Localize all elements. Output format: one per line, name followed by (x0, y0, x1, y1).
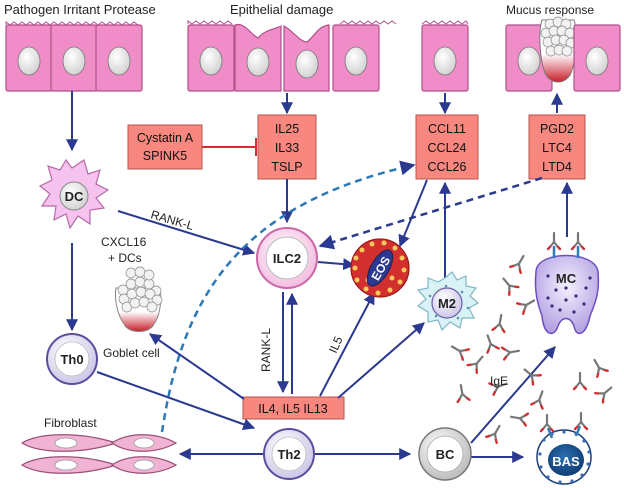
pgd2-label: PGD2 (540, 122, 574, 136)
ccl24-label: CCL24 (428, 141, 467, 155)
pathogen-header: Pathogen Irritant Protease (4, 2, 156, 17)
dc-label: DC (65, 189, 84, 204)
eosinophil: EOS (350, 238, 410, 298)
ccl26-label: CCL26 (428, 160, 467, 174)
th2-label: Th2 (277, 447, 300, 462)
epithelium-mucus (505, 16, 621, 92)
inhibitor-box: Cystatin A SPINK5 (127, 124, 203, 170)
ltc4-label: LTC4 (542, 141, 572, 155)
mucus-header: Mucus response (506, 3, 594, 17)
cystatin-a-label: Cystatin A (137, 131, 194, 145)
th0-label: Th0 (60, 352, 83, 367)
fibroblast-dashed-arrow (160, 160, 416, 433)
bas-label: BAS (552, 454, 580, 469)
alarmin-box: IL25 IL33 TSLP (257, 114, 317, 180)
dendritic-cell: DC (38, 158, 110, 230)
chemokine-box: CCL11 CCL24 CCL26 (415, 114, 479, 180)
fibroblasts (20, 434, 178, 474)
th2-cell: Th2 (263, 428, 315, 480)
goblet-cell (115, 266, 163, 332)
th0-cell: Th0 (46, 333, 98, 385)
goblet-label: Goblet cell (103, 346, 160, 360)
il5-label: IL5 (326, 334, 346, 355)
th2-cytokine-box: IL4, IL5 IL13 (242, 396, 345, 420)
mc-label: MC (556, 271, 577, 286)
ltd4-label: LTD4 (542, 160, 572, 174)
rankl-top-label: RANK-L (149, 207, 195, 233)
basophil: BAS (536, 411, 592, 485)
fibroblast-label: Fibroblast (44, 416, 97, 430)
epithelium-right (421, 20, 469, 92)
m2-macrophage: M2 (416, 271, 480, 332)
epithelial-header: Epithelial damage (230, 2, 333, 17)
epithelium-damaged (187, 20, 397, 92)
m2-label: M2 (438, 296, 456, 311)
bc-label: BC (436, 447, 455, 462)
mast-cell: MC (534, 231, 600, 335)
il25-label: IL25 (275, 122, 299, 136)
ccl11-label: CCL11 (428, 122, 466, 136)
spink5-label: SPINK5 (143, 149, 188, 163)
ilc2-label: ILC2 (273, 251, 301, 266)
inhibition-line (202, 138, 257, 156)
b-cell: BC (418, 427, 472, 481)
tslp-label: TSLP (271, 160, 302, 174)
lipid-dashed-arrow (318, 176, 543, 250)
il33-label: IL33 (275, 141, 299, 155)
epithelium-left (5, 21, 143, 92)
rankl-side-label: RANK-L (259, 328, 273, 372)
lipid-mediator-box: PGD2 LTC4 LTD4 (528, 114, 586, 180)
cxcl16-label: CXCL16 (101, 235, 147, 249)
ilc2-cell: ILC2 (256, 227, 318, 289)
arrows (66, 91, 573, 463)
plus-dcs-label: + DCs (108, 251, 142, 265)
ige-label: IgE (490, 374, 508, 388)
th2-cytokine-label: IL4, IL5 IL13 (258, 402, 328, 416)
